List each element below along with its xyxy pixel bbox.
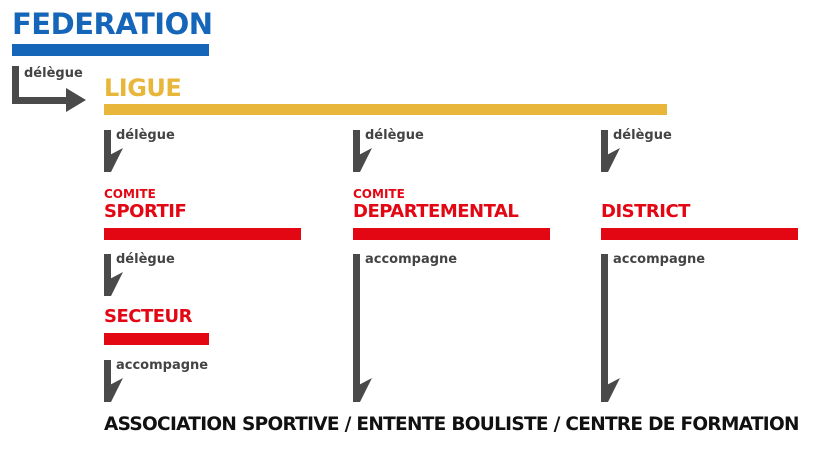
federation-title: FEDERATION (12, 7, 213, 41)
arrow-district-to-association (601, 254, 620, 402)
comite-sportif-prefix: COMITE (104, 187, 156, 201)
comite-sportif-bar (104, 228, 301, 240)
label-district-to-association: accompagne (613, 252, 706, 267)
arrow-secteur-to-association (104, 360, 123, 402)
ligue-bar (104, 104, 667, 115)
arrow-comite-sportif-to-secteur (104, 254, 123, 296)
label-ligue-to-comite-departemental: délègue (365, 128, 424, 143)
arrow-ligue-to-district (601, 130, 620, 172)
label-comite-sportif-to-secteur: délègue (116, 252, 175, 267)
arrow-federation-to-ligue (12, 66, 86, 112)
secteur-title: SECTEUR (104, 306, 193, 327)
association-title: ASSOCIATION SPORTIVE / ENTENTE BOULISTE … (104, 414, 799, 435)
district-bar (601, 228, 798, 240)
comite-sportif-title: SPORTIF (104, 201, 187, 222)
arrow-ligue-to-comite-sportif (104, 130, 123, 172)
comite-departemental-title: DEPARTEMENTAL (353, 201, 519, 222)
ligue-title: LIGUE (104, 74, 182, 102)
label-secteur-to-association: accompagne (116, 358, 209, 373)
label-comite-departemental-to-association: accompagne (365, 252, 458, 267)
district-title: DISTRICT (601, 201, 690, 222)
arrow-ligue-to-comite-departemental (353, 130, 372, 172)
comite-departemental-bar (353, 228, 550, 240)
arrow-comite-departemental-to-association (353, 254, 372, 402)
federation-bar (12, 44, 209, 56)
label-ligue-to-district: délègue (613, 128, 672, 143)
secteur-bar (104, 333, 209, 345)
label-federation-to-ligue: délègue (24, 66, 83, 81)
label-ligue-to-comite-sportif: délègue (116, 128, 175, 143)
comite-departemental-prefix: COMITE (353, 187, 405, 201)
